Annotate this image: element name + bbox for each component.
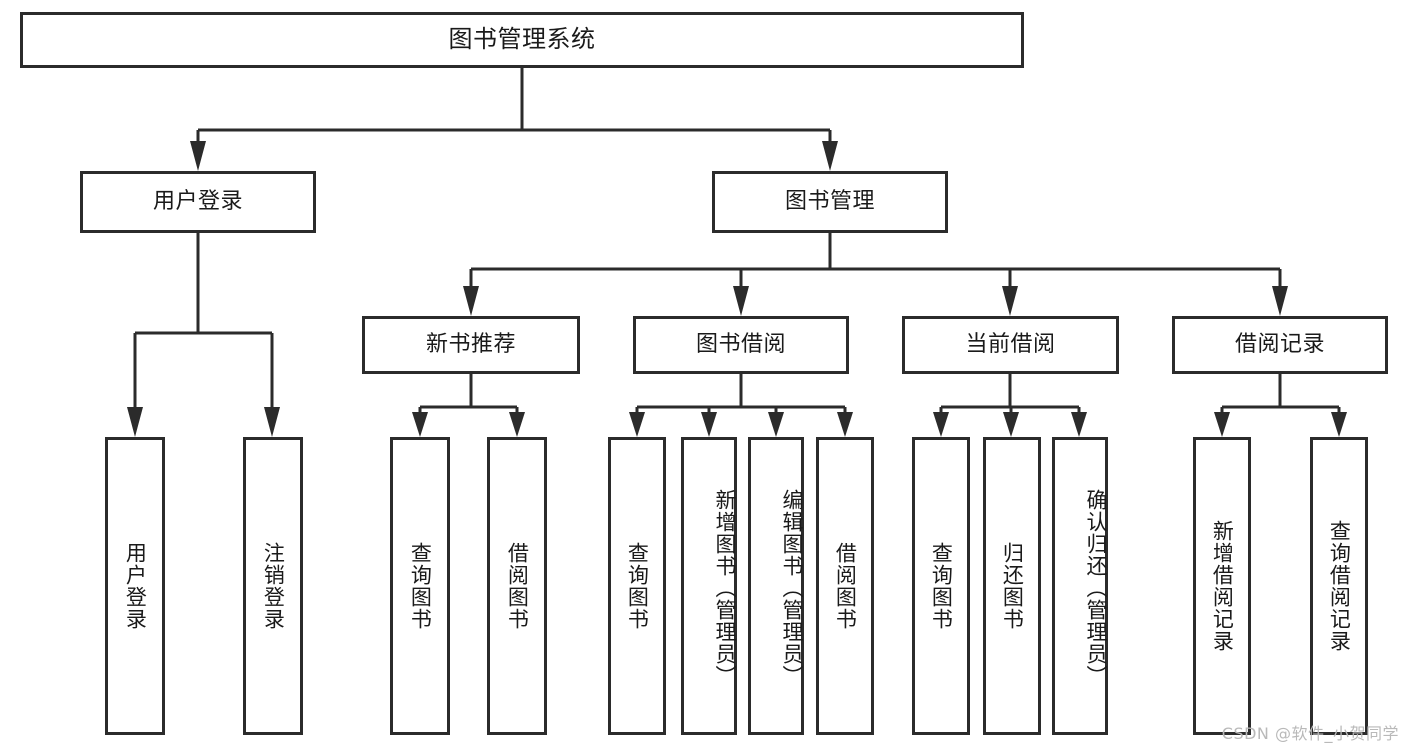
arrow-to-leaf-return-book <box>1003 412 1019 437</box>
node-box-current-borrow[interactable] <box>902 316 1119 374</box>
node-box-new-book-recommend[interactable] <box>362 316 580 374</box>
arrow-to-leaf-add-book-admin <box>701 412 717 437</box>
arrow-to-book-borrow <box>733 286 749 316</box>
node-box-leaf-return-book[interactable] <box>983 437 1041 735</box>
node-box-leaf-query-book-current[interactable] <box>912 437 970 735</box>
arrow-to-leaf-add-borrow-record <box>1214 412 1230 437</box>
node-box-root[interactable] <box>20 12 1024 68</box>
arrow-to-leaf-confirm-return-admin <box>1071 412 1087 437</box>
arrow-to-leaf-borrow-book-recommend <box>509 412 525 437</box>
arrow-to-leaf-borrow-book <box>837 412 853 437</box>
arrow-to-user-login <box>190 141 206 171</box>
node-box-leaf-add-borrow-record[interactable] <box>1193 437 1251 735</box>
arrow-to-borrow-record <box>1272 286 1288 316</box>
arrow-to-new-book-recommend <box>463 286 479 316</box>
arrow-to-leaf-query-borrow-record <box>1331 412 1347 437</box>
node-box-leaf-edit-book-admin[interactable] <box>748 437 804 735</box>
node-box-leaf-borrow-book[interactable] <box>816 437 874 735</box>
connector-edges <box>127 67 1347 437</box>
node-box-leaf-query-book-recommend[interactable] <box>390 437 450 735</box>
arrow-to-current-borrow <box>1002 286 1018 316</box>
node-box-leaf-add-book-admin[interactable] <box>681 437 737 735</box>
node-box-leaf-query-borrow-record[interactable] <box>1310 437 1368 735</box>
node-box-borrow-record[interactable] <box>1172 316 1388 374</box>
node-box-user-login[interactable] <box>80 171 316 233</box>
node-box-book-borrow[interactable] <box>633 316 849 374</box>
node-box-leaf-borrow-book-recommend[interactable] <box>487 437 547 735</box>
node-box-leaf-confirm-return-admin[interactable] <box>1052 437 1108 735</box>
node-box-leaf-query-book-borrow[interactable] <box>608 437 666 735</box>
node-box-leaf-logout-login[interactable] <box>243 437 303 735</box>
node-boxes <box>20 12 1388 735</box>
arrow-to-leaf-query-book-borrow <box>629 412 645 437</box>
arrow-to-leaf-logout-login <box>264 407 280 437</box>
arrow-to-leaf-query-book-recommend <box>412 412 428 437</box>
node-box-book-management[interactable] <box>712 171 948 233</box>
arrow-to-leaf-edit-book-admin <box>768 412 784 437</box>
arrow-to-leaf-user-login <box>127 407 143 437</box>
arrow-to-leaf-query-book-current <box>933 412 949 437</box>
arrow-to-book-management <box>822 141 838 171</box>
node-box-leaf-user-login[interactable] <box>105 437 165 735</box>
